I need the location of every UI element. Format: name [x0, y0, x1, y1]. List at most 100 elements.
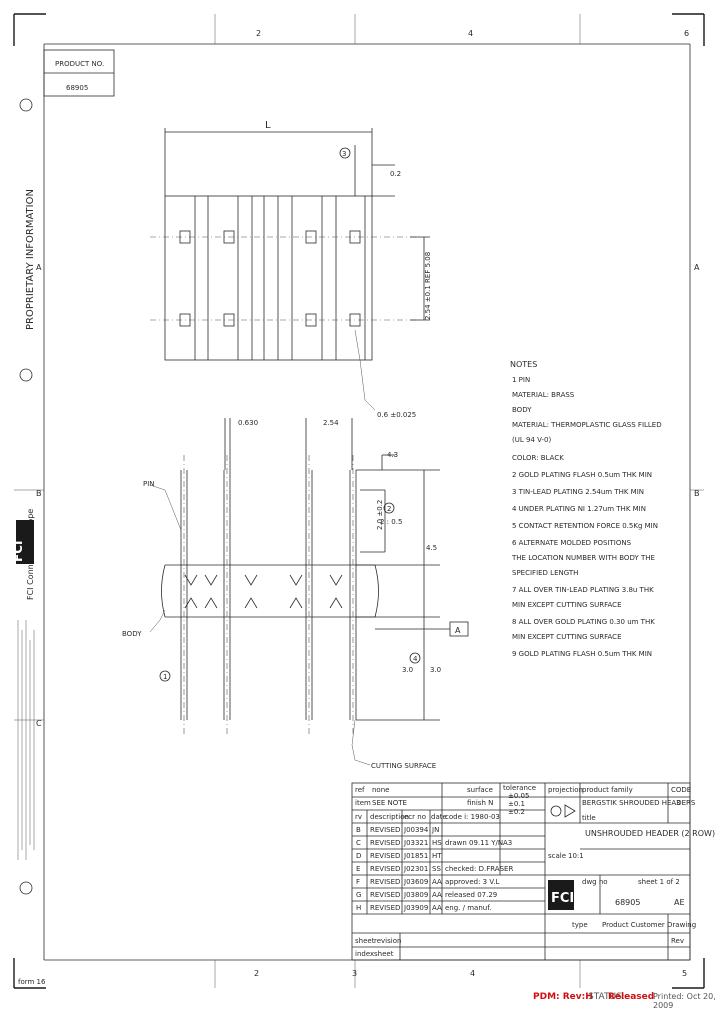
- note-line: BODY: [512, 406, 532, 414]
- binding-holes: [19, 98, 33, 895]
- product-family-value: BERGSTIK SHROUDED HEADERS: [582, 799, 696, 807]
- dim-offset: 0.2: [390, 170, 401, 178]
- revision-rev: C: [356, 839, 361, 847]
- drawing-title: UNSHROUDED HEADER (2 ROW): [585, 829, 715, 838]
- note-line: 9 GOLD PLATING FLASH 0.5um THK MIN: [512, 650, 652, 658]
- dim-tip: 2.0 ±0.2: [376, 500, 384, 530]
- revision-no: J00394: [403, 826, 429, 834]
- sheet-of-label: sheet 1 of 2: [638, 878, 680, 886]
- tolerance-value-3: ±0.2: [508, 808, 525, 816]
- sheet-row-2: sheet: [374, 950, 394, 958]
- tolerance-value-1: ±0.05: [508, 792, 529, 800]
- note-line: 1 PIN: [512, 376, 530, 384]
- revision-by: AA: [432, 904, 442, 912]
- svg-text:FCI: FCI: [11, 541, 25, 562]
- dim-mid: 4.5: [426, 544, 437, 552]
- revision-rev: F: [356, 878, 360, 886]
- tolerance-label: 2 : 0.5: [380, 518, 402, 526]
- zone-top-4: 4: [468, 29, 473, 38]
- title-block: FCI: [351, 782, 691, 961]
- surface-label: surface: [467, 786, 493, 794]
- revision-by: HT: [432, 852, 442, 860]
- revision-rev: E: [356, 865, 360, 873]
- pdm-revision: PDM: Rev:H: [533, 992, 593, 1002]
- tolerance-value-2: ±0.1: [508, 800, 525, 808]
- body-label: BODY: [122, 630, 142, 638]
- note-line: 3 TIN-LEAD PLATING 2.54um THK MIN: [512, 488, 644, 496]
- surface-value: finish N: [467, 799, 493, 807]
- zone-bottom-5: 5: [682, 969, 687, 978]
- code-label: CODE: [671, 786, 691, 794]
- revision-no: J01851: [403, 852, 428, 860]
- type-value: Product Customer Drawing: [602, 921, 696, 929]
- rev-box-label: Rev: [671, 937, 684, 945]
- rev-col-rv: rv: [355, 813, 362, 821]
- revision-desc: REVISED: [370, 839, 400, 847]
- note-line: SPECIFIED LENGTH: [512, 569, 578, 577]
- side-note-ref-2: 2: [387, 505, 391, 513]
- revision-rev: G: [356, 891, 361, 899]
- disclaimer-block: [17, 620, 35, 860]
- rev-col-ecr: ecr no: [404, 813, 426, 821]
- type-label: type: [572, 921, 588, 929]
- signature-row: approved: 3 V.L: [445, 878, 499, 886]
- revision-rev: H: [356, 904, 361, 912]
- zone-left-b: B: [36, 489, 42, 498]
- projection-label: projection: [548, 786, 583, 794]
- see-note-label: SEE NOTE: [372, 799, 407, 807]
- form-number: form 16: [18, 978, 46, 986]
- revision-desc: REVISED: [370, 865, 400, 873]
- pdm-footer: PDM: Rev:H STATUS: Released Printed: Oct…: [0, 988, 720, 1010]
- note-line: MATERIAL: BRASS: [512, 391, 575, 399]
- top-view-note-ref: 3: [342, 150, 346, 158]
- revision-desc: REVISED: [370, 826, 400, 834]
- signature-row: eng. / manuf.: [445, 904, 491, 912]
- size-value: A3: [503, 839, 512, 847]
- item-label: item: [355, 799, 371, 807]
- note-line: 4 UNDER PLATING NI 1.27um THK MIN: [512, 505, 646, 513]
- notes-title: NOTES: [510, 360, 537, 369]
- dim-top: 4.3: [387, 451, 398, 459]
- cutting-surface-label: CUTTING SURFACE: [371, 762, 436, 770]
- dwg-no-value: 68905: [615, 898, 640, 907]
- note-line: COLOR: BLACK: [512, 454, 564, 462]
- note-line: 5 CONTACT RETENTION FORCE 0.5Kg MIN: [512, 522, 658, 530]
- revision-by: AA: [432, 878, 442, 886]
- product-no-label: PRODUCT NO.: [55, 60, 104, 68]
- note-line: 2 GOLD PLATING FLASH 0.5um THK MIN: [512, 471, 652, 479]
- dim-pin-width: 0.630: [238, 419, 258, 427]
- note-line: (UL 94 V-0): [512, 436, 551, 444]
- note-line: MIN EXCEPT CUTTING SURFACE: [512, 601, 622, 609]
- revision-no: J03909: [403, 904, 428, 912]
- side-view: [149, 418, 469, 766]
- section-label: A: [455, 626, 461, 635]
- note-line: 6 ALTERNATE MOLDED POSITIONS: [512, 539, 632, 547]
- revision-desc: REVISED: [370, 852, 400, 860]
- dim-length: 3.0: [402, 666, 413, 674]
- rev-col-date: date: [431, 813, 447, 821]
- sheet-row-label: sheet: [355, 937, 375, 945]
- proprietary-text: PROPRIETARY INFORMATION: [25, 189, 36, 330]
- note-line: 7 ALL OVER TIN-LEAD PLATING 3.8u THK: [512, 586, 654, 594]
- product-family-label: product family: [582, 786, 633, 794]
- zone-left-a: A: [36, 263, 42, 272]
- revision-desc: REVISED: [370, 878, 400, 886]
- product-no-value: 68905: [66, 84, 88, 92]
- zone-right-a: A: [694, 263, 700, 272]
- zone-bottom-2: 2: [254, 969, 259, 978]
- note-line: 8 ALL OVER GOLD PLATING 0.30 um THK: [512, 618, 655, 626]
- tolerance-label: tolerance: [503, 784, 536, 792]
- revision-by: HS: [432, 839, 442, 847]
- signature-row: drawn 09.11 Y/N: [445, 839, 503, 847]
- side-note-ref-1: 1: [163, 673, 167, 681]
- status-value: Released: [608, 992, 655, 1002]
- top-view: [150, 128, 430, 411]
- signature-row: code i: 1980-03: [445, 813, 500, 821]
- note-line: MIN EXCEPT CUTTING SURFACE: [512, 633, 622, 641]
- signature-row: released 07.29: [445, 891, 497, 899]
- printed-date: Printed: Oct 20, 2009: [653, 992, 716, 1010]
- notes-block: NOTES 1 PIN MATERIAL: BRASS BODY MATERIA…: [510, 360, 662, 658]
- code-value: 3: [676, 799, 680, 807]
- scale-value: 10:1: [568, 852, 584, 860]
